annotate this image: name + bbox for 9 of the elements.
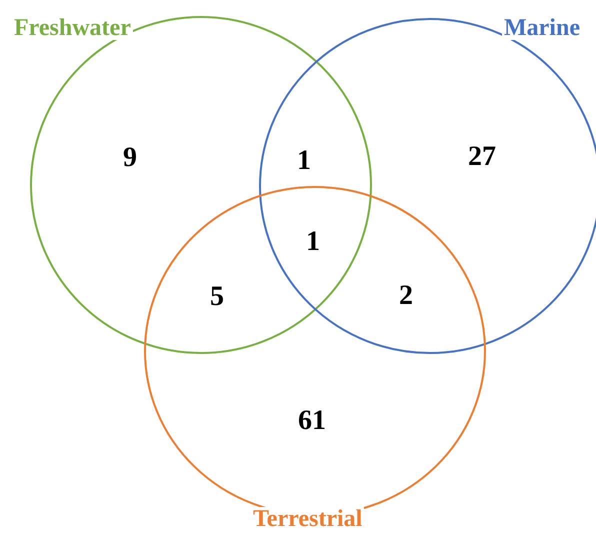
count-label: 9 [123, 144, 137, 172]
set-title: Freshwater [12, 16, 133, 40]
count-label: 1 [306, 228, 320, 256]
count-label: 61 [298, 407, 326, 435]
count-label: 1 [297, 147, 311, 175]
count-label: 2 [399, 282, 413, 310]
count-label: 27 [468, 143, 496, 171]
count-label: 5 [210, 283, 224, 311]
set-title: Marine [502, 16, 582, 40]
